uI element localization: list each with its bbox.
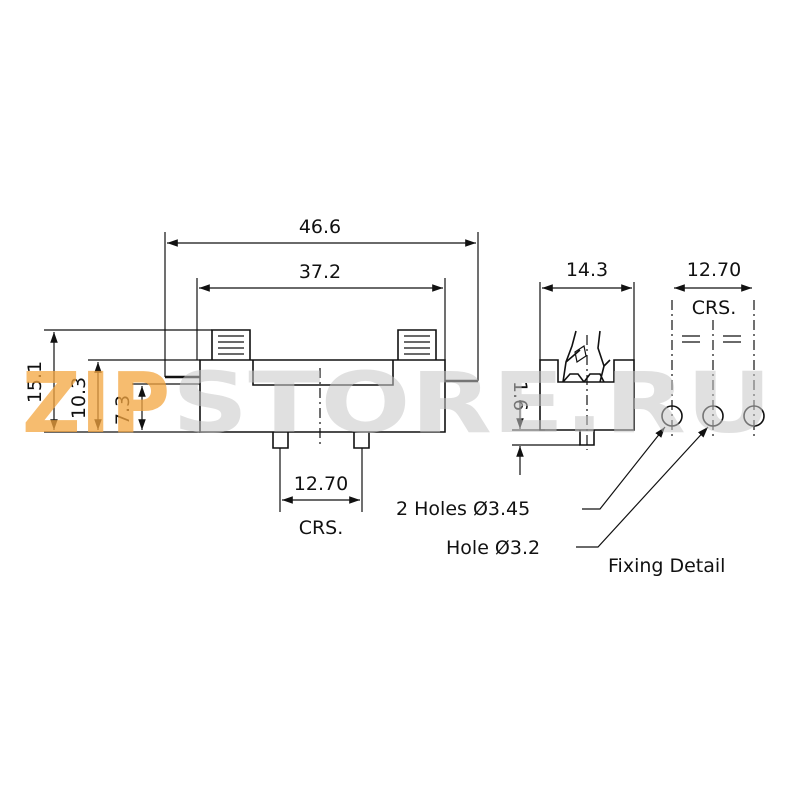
fixing-dimensions: 12.70 CRS. xyxy=(674,259,752,319)
dim-total-height: 15.1 xyxy=(24,361,46,403)
side-clip xyxy=(562,330,611,383)
fixing-detail xyxy=(661,300,765,440)
watermark-rest: STORE.RU xyxy=(172,354,772,452)
dim-body-length: 37.2 xyxy=(299,261,341,283)
fixing-detail-title: Fixing Detail xyxy=(608,555,725,577)
dim-clip-height: 10.3 xyxy=(68,377,90,419)
front-dimensions: 46.6 37.2 15.1 10.3 7.3 12.70 CRS. xyxy=(24,216,479,539)
front-body-outline xyxy=(199,359,446,433)
dim-body-height: 7.3 xyxy=(112,395,134,425)
dim-pin-spacing: 12.70 xyxy=(294,473,348,495)
front-left-clip xyxy=(211,329,251,360)
side-dimensions: 14.3 1.6 xyxy=(509,259,635,475)
dim-fixing-spacing-note: CRS. xyxy=(692,297,737,319)
watermark-accent: ZIP xyxy=(22,354,170,452)
side-view xyxy=(539,330,635,450)
watermark: ZIP STORE.RU xyxy=(22,354,772,452)
dim-overall-length: 46.6 xyxy=(299,216,341,238)
side-body-outline xyxy=(539,359,635,431)
front-right-clip xyxy=(397,329,437,360)
note-one-hole: Hole Ø3.2 xyxy=(446,537,540,559)
dim-pin-length: 1.6 xyxy=(509,381,531,411)
note-two-holes: 2 Holes Ø3.45 xyxy=(396,498,530,520)
dim-pin-spacing-note: CRS. xyxy=(299,517,344,539)
dim-width: 14.3 xyxy=(566,259,608,281)
dim-fixing-spacing: 12.70 xyxy=(687,259,741,281)
front-body-recess xyxy=(252,360,394,386)
leader-lines xyxy=(576,426,709,548)
